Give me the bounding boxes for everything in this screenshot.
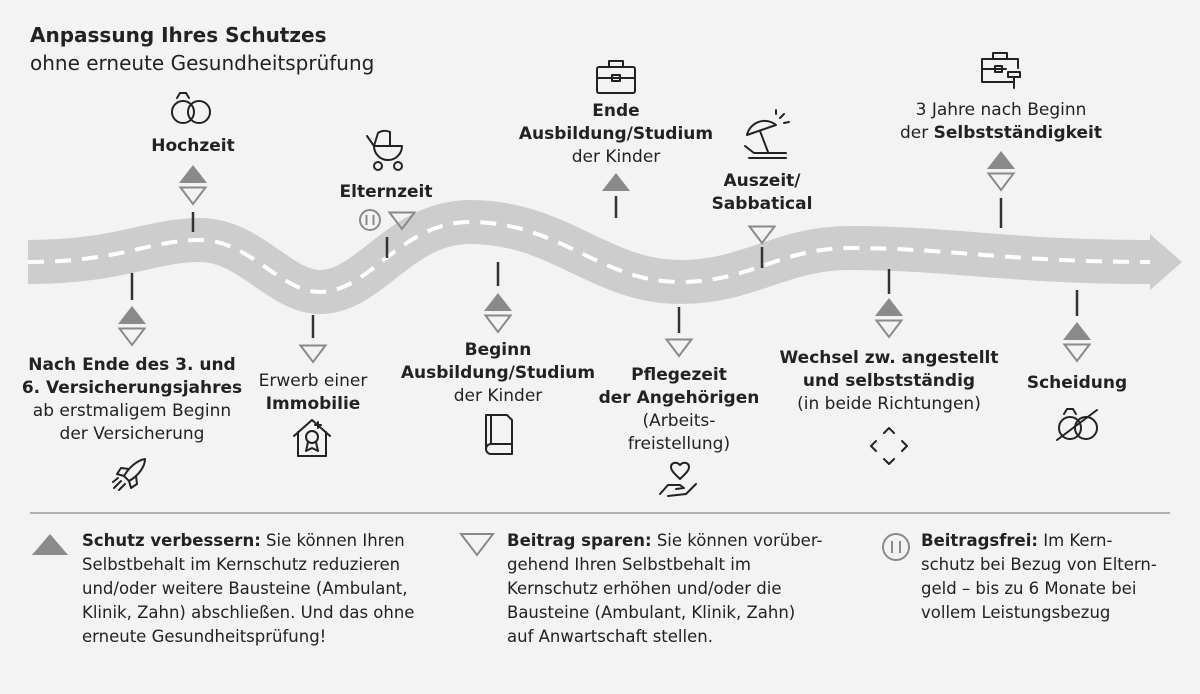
baby-stroller-icon: [366, 129, 403, 171]
rocket-icon: [112, 458, 146, 491]
briefcase-icon: [596, 60, 636, 94]
legend-free-line3: vollem Leistungsbezug: [921, 603, 1111, 622]
ende-line2: Ausbildung/Studium: [518, 124, 714, 144]
elternzeit-marker: [359, 209, 416, 231]
selbst-line2-prefix: der: [900, 123, 934, 143]
label-beginn-ausbildung: Beginn Ausbildung/Studium der Kinder: [388, 339, 608, 408]
title-line1: Anpassung Ihres Schutzes: [30, 23, 327, 47]
label-pflegezeit: Pflegezeit der Angehörigen (Arbeits- fre…: [584, 364, 774, 456]
ende-line1: Ende: [592, 101, 640, 121]
house-award-icon: [293, 419, 331, 457]
filled-triangle-icon: [32, 534, 68, 555]
wechsel-marker: [875, 298, 903, 338]
auszeit-line2: Sabbatical: [711, 194, 813, 214]
ende-line3: der Kinder: [571, 147, 661, 167]
selbst-line2: der Selbstständigkeit: [891, 122, 1111, 145]
wechsel-line3: (in beide Richtungen): [797, 394, 981, 414]
legend-free: Beitragsfrei: Im Kern- schutz bei Bezug …: [921, 529, 1191, 625]
legend-improve-line2: und/oder weitere Bausteine (Ambulant,: [82, 579, 408, 598]
beginn-ausbildung-marker: [484, 293, 512, 333]
legend-save-line2: Kernschutz erhöhen und/oder die: [507, 579, 782, 598]
pause-circle-icon: [359, 209, 381, 231]
versicherung-line3: ab erstmaligem Beginn: [32, 401, 232, 421]
expand-arrows-icon: [870, 427, 908, 465]
legend-save-line3: Bausteine (Ambulant, Klinik, Zahn): [507, 603, 796, 622]
pflege-line4: freistellung): [627, 434, 731, 454]
book-icon: [485, 414, 513, 455]
pflege-line3: (Arbeits-: [642, 411, 716, 431]
beginn-line3: der Kinder: [453, 386, 543, 406]
hochzeit-marker: [179, 165, 207, 205]
wechsel-line2: und selbstständig: [802, 371, 976, 391]
label-versicherungsjahr: Nach Ende des 3. und 6. Versicherungsjah…: [12, 354, 252, 446]
legend-free-line1: schutz bei Bezug von Eltern-: [921, 555, 1157, 574]
label-auszeit: Auszeit/ Sabbatical: [697, 170, 827, 216]
pause-circle-icon: [882, 533, 910, 561]
label-scheidung: Scheidung: [1026, 373, 1128, 393]
page-title: Anpassung Ihres Schutzes ohne erneute Ge…: [30, 21, 374, 77]
selbst-line2-bold: Selbstständigkeit: [933, 123, 1102, 143]
legend-improve: Schutz verbessern: Sie können Ihren Selb…: [82, 529, 452, 649]
beach-umbrella-icon: [744, 109, 790, 159]
wechsel-line1: Wechsel zw. angestellt: [779, 348, 999, 368]
ende-ausbildung-marker: [602, 173, 630, 191]
legend-free-line2: geld – bis zu 6 Monate bei: [921, 579, 1137, 598]
pflege-line2: der Angehörigen: [598, 388, 760, 408]
beginn-line2: Ausbildung/Studium: [400, 363, 596, 383]
legend-free-title: Beitragsfrei:: [921, 531, 1038, 550]
label-hochzeit: Hochzeit: [151, 136, 235, 156]
legend-improve-line0: Sie können Ihren: [260, 531, 405, 550]
versicherung-line2: 6. Versicherungsjahres: [21, 378, 243, 398]
legend-save: Beitrag sparen: Sie können vorüber- gehe…: [507, 529, 857, 649]
legend-improve-line4: erneute Gesundheitsprüfung!: [82, 627, 327, 646]
beginn-line1: Beginn: [464, 340, 532, 360]
legend-save-line1: gehend Ihren Selbstbehalt im: [507, 555, 751, 574]
outline-triangle-icon: [458, 533, 496, 557]
immobilie-marker: [299, 344, 327, 363]
immobilie-line2: Immobilie: [265, 394, 361, 414]
wedding-rings-icon: [171, 92, 211, 124]
auszeit-line1: Auszeit/: [723, 171, 801, 191]
legend-improve-title: Schutz verbessern:: [82, 531, 261, 550]
legend-save-line0: Sie können vorüber-: [651, 531, 823, 550]
label-selbststaendigkeit: 3 Jahre nach Beginn der Selbstständigkei…: [891, 99, 1111, 145]
immobilie-line1: Erwerb einer: [258, 371, 368, 391]
briefcase-hammer-icon: [981, 52, 1021, 89]
versicherung-line4: der Versicherung: [59, 424, 205, 444]
label-immobilie: Erwerb einer Immobilie: [243, 370, 383, 416]
legend-improve-line3: Klinik, Zahn) abschließen. Und das ohne: [82, 603, 415, 622]
title-line2: ohne erneute Gesundheitsprüfung: [30, 51, 375, 75]
legend-save-line4: auf Anwartschaft stellen.: [507, 627, 713, 646]
pflegezeit-marker: [665, 338, 693, 357]
hand-heart-icon: [659, 461, 697, 497]
label-elternzeit: Elternzeit: [339, 182, 433, 202]
versicherung-line1: Nach Ende des 3. und: [28, 355, 236, 375]
legend-improve-line1: Selbstbehalt im Kernschutz reduzieren: [82, 555, 401, 574]
label-wechsel: Wechsel zw. angestellt und selbstständig…: [769, 347, 1009, 416]
legend-free-line0: Im Kern-: [1037, 531, 1113, 550]
versicherungsjahr-marker: [118, 306, 146, 346]
road: [27, 199, 1182, 315]
legend-save-title: Beitrag sparen:: [507, 531, 652, 550]
scheidung-marker: [1063, 322, 1091, 362]
selbststaendigkeit-marker: [987, 151, 1015, 191]
label-ende-ausbildung: Ende Ausbildung/Studium der Kinder: [506, 100, 726, 169]
broken-rings-icon: [1056, 408, 1098, 441]
selbst-line1: 3 Jahre nach Beginn: [915, 100, 1087, 120]
pflege-line1: Pflegezeit: [631, 365, 727, 385]
